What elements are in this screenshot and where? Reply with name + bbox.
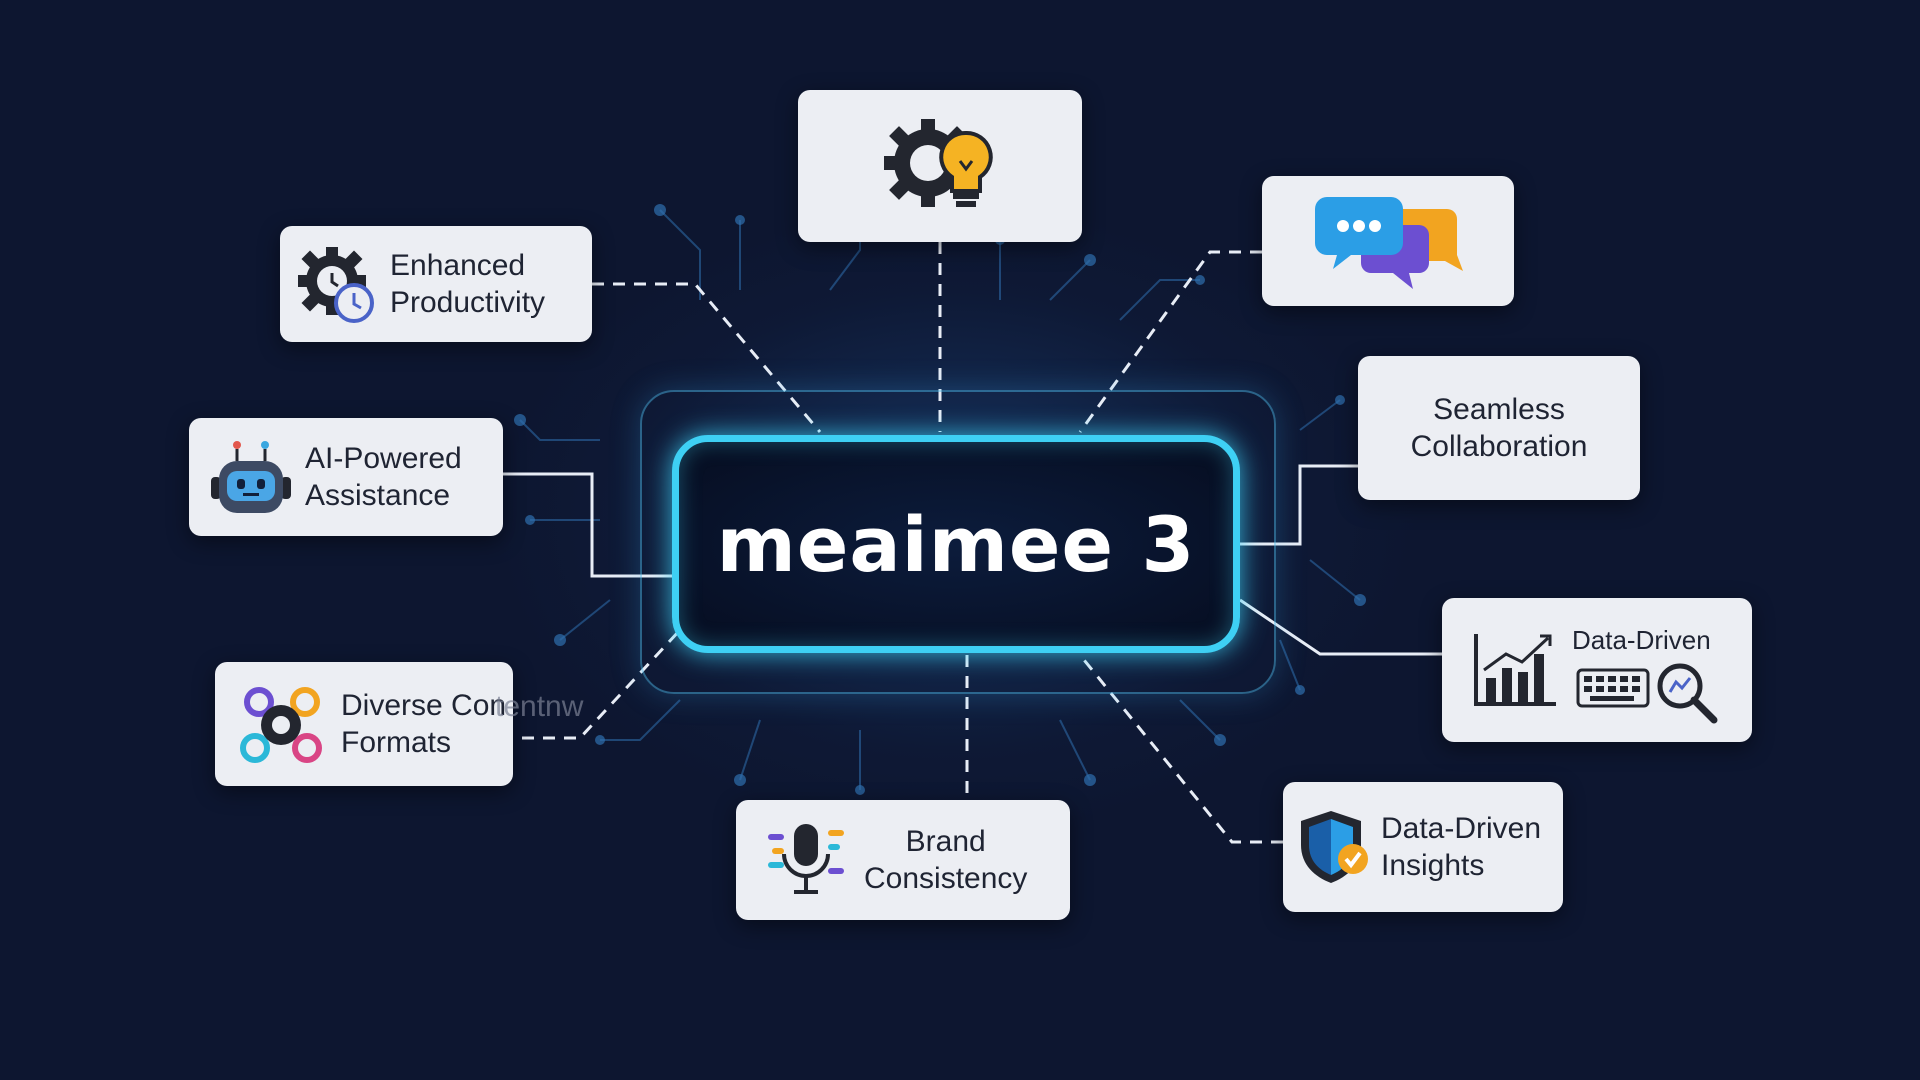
feature-label: Brand Consistency — [864, 825, 1028, 895]
feature-card-diverse-content-formats[interactable]: Diverse Con Formats tentnw — [215, 662, 583, 786]
overflow-text: tentnw — [495, 690, 584, 723]
hub-title: meaimee 3 — [716, 499, 1196, 589]
keyboard-icon — [1576, 668, 1650, 708]
feature-label: AI-Powered Assistance — [305, 442, 462, 512]
feature-card-seamless-collaboration[interactable]: Seamless Collaboration — [1358, 356, 1640, 500]
microphone-icon — [764, 820, 848, 900]
feature-card-data-driven-insights[interactable]: Data-Driven Insights — [1283, 782, 1563, 912]
feature-card-data-driven[interactable]: Data-Driven — [1442, 598, 1752, 742]
feature-card-chat[interactable] — [1262, 176, 1514, 306]
content-formats-icon — [237, 680, 327, 768]
solid-connectors — [503, 464, 1442, 656]
feature-card-enhanced-productivity[interactable]: Enhanced Productivity — [280, 226, 592, 342]
hub-glow-frame — [640, 390, 1276, 694]
feature-card-brand-consistency[interactable]: Brand Consistency — [736, 800, 1070, 920]
feature-card-top[interactable] — [798, 90, 1082, 242]
magnifier-icon — [1654, 660, 1720, 726]
circuit-pattern — [519, 200, 1361, 790]
bar-chart-icon — [1472, 632, 1558, 708]
feature-label: Diverse Con Formats — [341, 689, 507, 759]
gear-clock-icon — [296, 243, 378, 325]
feature-label: Seamless Collaboration — [1410, 393, 1588, 463]
feature-card-ai-powered-assistance[interactable]: AI-Powered Assistance — [189, 418, 503, 536]
central-hub: meaimee 3 — [672, 435, 1240, 653]
shield-check-icon — [1297, 807, 1373, 887]
feature-label: Data-Driven — [1572, 625, 1711, 655]
feature-label: Data-Driven Insights — [1381, 812, 1542, 882]
feature-label: Enhanced Productivity — [390, 249, 546, 319]
chat-bubbles-icon — [1313, 191, 1463, 291]
robot-icon — [207, 435, 295, 519]
gear-lightbulb-icon — [880, 111, 1000, 221]
